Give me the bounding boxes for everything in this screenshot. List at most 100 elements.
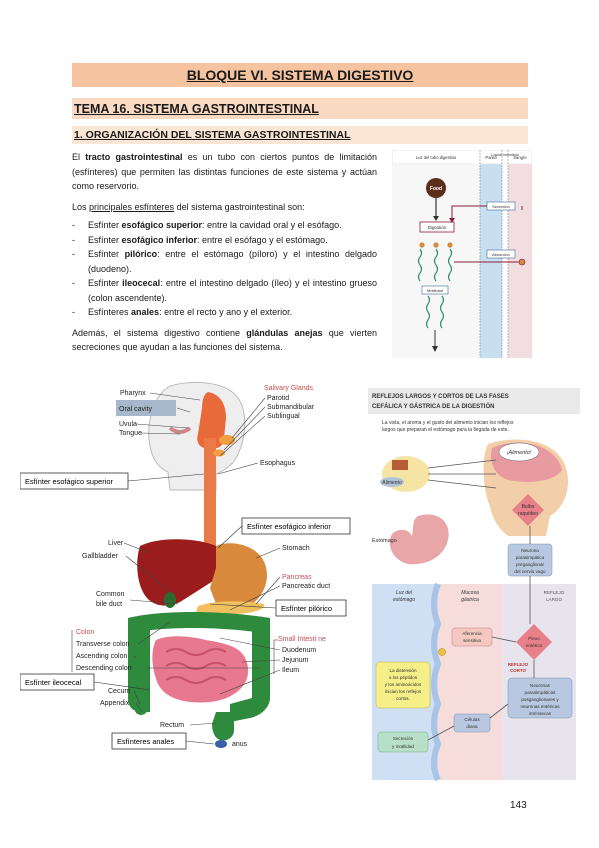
label-anus: anus — [232, 741, 248, 748]
neurona-label-3: preganglionar — [516, 562, 545, 567]
distension-label-3: y los aminoácidos — [385, 682, 422, 687]
tema-title: TEMA 16. SISTEMA GASTROINTESTINAL — [72, 98, 528, 119]
distension-label-1: La distensión — [389, 668, 417, 673]
celulas-label-2: diana — [466, 724, 478, 729]
label-duodenum: Duodenum — [282, 647, 316, 654]
svg-text:Food: Food — [430, 186, 442, 192]
paragraph-2: Los principales esfínteres del sistema g… — [72, 201, 305, 212]
label-appendix: Appendix — [100, 700, 130, 707]
digestive-anatomy-diagram: Pharynx Oral cavity Uvula Tongue Salivar… — [20, 381, 351, 750]
svg-text:Secreción: Secreción — [492, 204, 510, 209]
label-cecum: Cecum — [108, 688, 130, 695]
label-ascending-colon: Ascending colon — [76, 653, 127, 660]
reflex-subtitle-2: largos que preparan el estómago para la … — [382, 427, 509, 433]
label-pancreatic-duct: Pancreatic duct — [282, 583, 330, 590]
reflejo-corto-label-2: CORTO — [510, 668, 526, 673]
mucosa-label-1: Mucosa — [461, 590, 479, 596]
body-text: El tracto gastrointestinal es un tubo co… — [72, 150, 377, 355]
absorption-box — [486, 249, 516, 259]
label-stomach: Stomach — [282, 545, 310, 552]
label-jejunum: Jejunum — [282, 657, 309, 664]
bloque-title: BLOQUE VI. SISTEMA DIGESTIVO — [72, 63, 528, 87]
callout-esf-pilorico: Esfínter pilórico — [209, 599, 347, 617]
aferencia-label-1: Aferencia — [462, 631, 482, 636]
neuronas-label-4: neuronas entéricas — [520, 704, 560, 709]
svg-text:Digestión: Digestión — [428, 225, 447, 230]
digestion-box — [419, 221, 455, 233]
label-colon: Colon — [76, 629, 94, 636]
label-gallbladder: Gallbladder — [82, 553, 118, 560]
distension-label-4: inician los reflejos — [385, 689, 422, 694]
label-pancreas: Pancreas — [282, 574, 312, 581]
neurona-label-4: del nervio vago — [514, 569, 546, 574]
col-lumen-label: Luz del tubo digestivo — [416, 155, 457, 160]
luz-label-1: Luz del — [396, 590, 413, 596]
label-oral-cavity: Oral cavity — [119, 406, 153, 413]
bulbo-label-2: raquídeo — [518, 511, 538, 517]
svg-text:Esfínteres anales: Esfínteres anales — [117, 737, 174, 746]
label-esophagus: Esophagus — [260, 460, 296, 467]
estomago-label: Estómago — [372, 538, 397, 544]
reflejo-largo-label-2: LARGO — [546, 597, 563, 602]
list-item: Esfínter esofágico superior: entre la ca… — [72, 218, 377, 233]
svg-text:Esfínter pilórico: Esfínter pilórico — [281, 604, 332, 613]
label-tongue: Tongue — [119, 430, 142, 437]
distension-label-5: cortos. — [396, 696, 410, 701]
aferencia-label-2: sensitiva — [463, 638, 481, 643]
label-transverse-colon: Transverse colon — [76, 641, 130, 648]
section-title: 1. ORGANIZACIÓN DEL SISTEMA GASTROINTEST… — [72, 126, 528, 144]
alimento-thought: ¡Alimento! — [507, 450, 532, 456]
label-liver: Liver — [108, 540, 124, 547]
col-wall-label: Pared — [485, 155, 497, 160]
svg-text:Esfínter ileocecal: Esfínter ileocecal — [25, 678, 82, 687]
sphincter-list: Esfínter esofágico superior: entre la ca… — [72, 218, 377, 320]
svg-text:Esfínter esofágico superior: Esfínter esofágico superior — [25, 477, 113, 486]
luz-label-2: estómago — [393, 597, 415, 603]
list-item: Esfínter pilórico: entre el estómago (pí… — [72, 247, 377, 276]
alimento-label: Alimento — [382, 480, 402, 486]
paragraph-1: El tracto gastrointestinal es un tubo co… — [72, 152, 377, 191]
svg-text:Esfínter esofágico inferior: Esfínter esofágico inferior — [247, 522, 331, 531]
bulbo-label-1: Bulbo — [522, 504, 535, 510]
list-item: Esfínteres anales: entre el recto y ano … — [72, 305, 377, 320]
label-small-intestine: Small Intesti ne — [278, 636, 326, 643]
neurona-label-2: parasimpática — [516, 555, 545, 560]
label-submandibular: Submandibular — [267, 404, 315, 411]
label-uvula: Uvula — [119, 421, 137, 428]
secrecion-label-2: y motilidad — [392, 744, 414, 749]
secrecion-label-1: Secreción — [393, 736, 414, 741]
neuronas-label-2: parasimpáticas — [525, 690, 557, 695]
label-salivary-glands: Salivary Glands — [264, 385, 314, 392]
plexo-label-1: Plexo — [528, 636, 540, 641]
reflejo-largo-label-1: REFLEJO — [544, 590, 565, 595]
reflex-subtitle-1: La vista, el aroma y el gusto del alimen… — [382, 420, 514, 426]
mucosa-label-2: gástrica — [461, 597, 479, 603]
reflex-title-1: REFLEJOS LARGOS Y CORTOS DE LAS FASES — [372, 394, 509, 400]
reflejo-corto-label-1: REFLEJO — [508, 662, 529, 667]
list-item: Esfínter esofágico inferior: entre el es… — [72, 233, 377, 248]
gi-function-diagram: Luz del tubo digestivo Pared Líquido int… — [392, 150, 532, 358]
callout-esf-ileocecal: Esfínter ileocecal — [20, 673, 151, 691]
neuronas-label-3: posganglionares y — [521, 697, 559, 702]
paragraph-3: Además, el sistema digestivo contiene gl… — [72, 327, 377, 353]
motility-box — [421, 285, 449, 295]
col-interstitial-label: Líquido intersticial — [491, 153, 518, 157]
callout-esf-superior: Esfínter esofágico superior — [20, 472, 205, 490]
label-common: Common — [96, 591, 125, 598]
neurona-label-1: Neurona — [521, 548, 539, 553]
food-icon — [426, 178, 446, 198]
label-bile-duct: bile duct — [96, 601, 122, 608]
reflex-diagram: REFLEJOS LARGOS Y CORTOS DE LAS FASES CE… — [368, 388, 580, 788]
label-sublingual: Sublingual — [267, 413, 300, 420]
label-parotid: Parotid — [267, 395, 289, 402]
callout-esf-inferior: Esfínter esofágico inferior — [217, 517, 351, 549]
neuronas-label-5: intrínsecas — [529, 711, 552, 716]
celulas-label-1: Células — [464, 717, 480, 722]
label-rectum: Rectum — [160, 722, 184, 729]
callout-esf-anales: Esfínteres anales — [111, 732, 215, 750]
list-item: Esfínter ileocecal: entre el intestino d… — [72, 276, 377, 305]
neuronas-label-1: Neuronas — [530, 683, 551, 688]
svg-text:Motilidad: Motilidad — [427, 288, 443, 293]
label-pharynx: Pharynx — [120, 390, 146, 397]
label-descending-colon: Descending colon — [76, 665, 132, 672]
